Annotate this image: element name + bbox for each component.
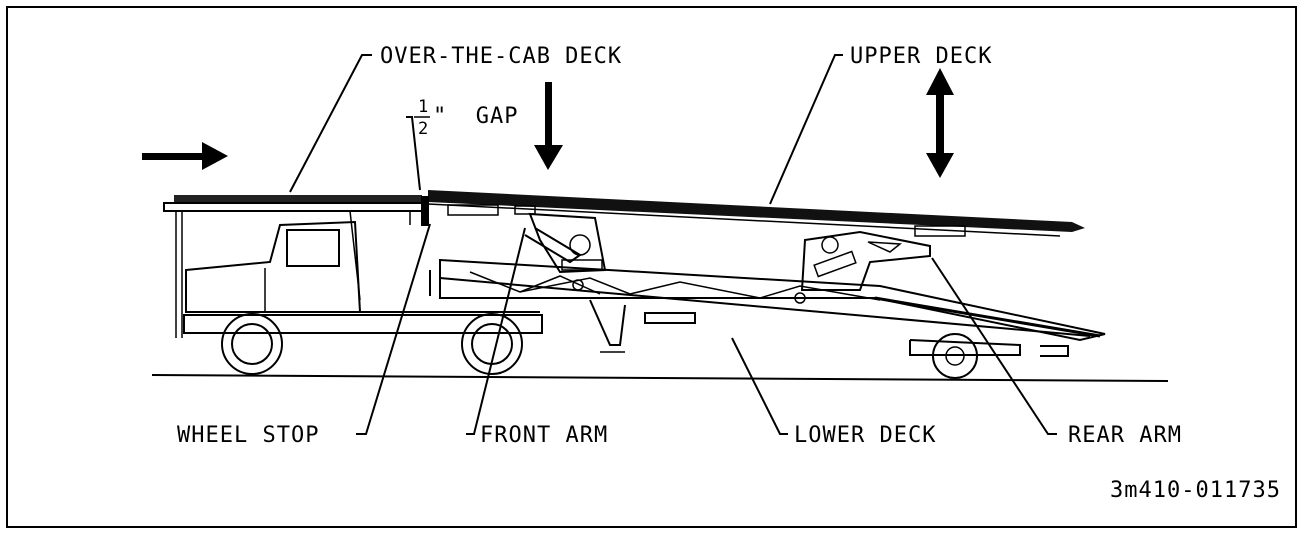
- wheel-stop-block: [421, 196, 429, 226]
- ground-line: [151, 374, 1169, 382]
- label-upper-deck: UPPER DECK: [850, 44, 992, 69]
- direction-arrow-icon: [142, 142, 228, 170]
- front-arm-assembly: [524, 212, 607, 274]
- leader-lines: [289, 54, 1057, 435]
- label-gap-numerator: 1: [418, 97, 429, 117]
- upper-deck: [427, 190, 1085, 237]
- rear-arm-assembly: [800, 230, 931, 291]
- down-arrow-icon: [534, 82, 563, 170]
- label-lower-deck: LOWER DECK: [794, 423, 936, 448]
- trailer-undercarriage: [589, 299, 1069, 379]
- label-wheel-stop: WHEEL STOP: [177, 423, 319, 448]
- label-drawing-number: 3m410-011735: [1110, 478, 1281, 503]
- tractor-cab: [183, 220, 543, 334]
- label-gap: " GAP: [433, 104, 518, 129]
- lower-deck: [429, 258, 1106, 342]
- label-front-arm: FRONT ARM: [480, 423, 608, 448]
- label-gap-denominator: 2: [418, 119, 429, 139]
- up-down-arrow-icon: [926, 68, 954, 178]
- label-rear-arm: REAR ARM: [1068, 423, 1182, 448]
- label-over-the-cab-deck: OVER-THE-CAB DECK: [380, 44, 622, 69]
- tractor-wheels: [221, 313, 523, 375]
